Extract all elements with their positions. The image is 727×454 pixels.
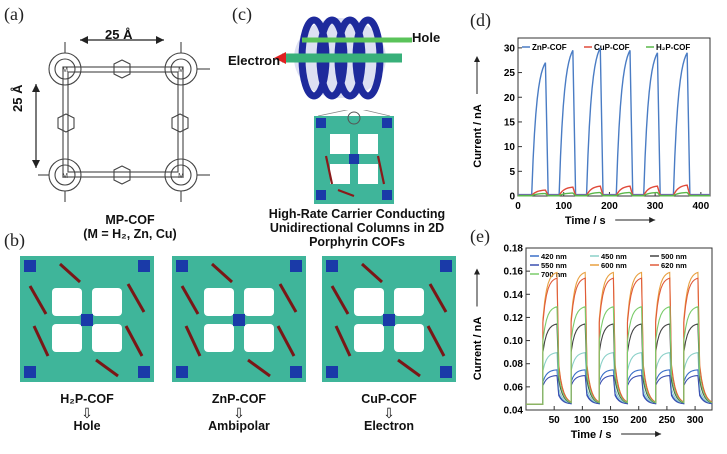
panel-e-label: (e): [470, 226, 490, 246]
y-tick-label: 0.04: [504, 406, 524, 417]
x-tick-label: 100: [555, 201, 572, 212]
svg-text:M: M: [62, 173, 68, 180]
cof-name-cup: CuP-COF: [361, 392, 417, 406]
legend-label: 420 nm: [541, 252, 567, 261]
chart-e: 50 100 150 200 250 300 0.04 0.06 0.08 0.10 0.12 0.1…: [472, 244, 713, 441]
cof-caption-h2p: H₂P-COF ⇩ Hole: [32, 392, 142, 434]
panel-b-label: (b): [4, 230, 25, 250]
legend-label: H₂P-COF: [656, 43, 690, 52]
panel-c-caption-line1: High-Rate Carrier Conducting: [268, 207, 446, 221]
cof-caption-znp: ZnP-COF ⇩ Ambipolar: [184, 392, 294, 434]
svg-text:M: M: [178, 173, 184, 180]
x-tick-label: 150: [602, 415, 619, 426]
mp-cof-structure: M M M M: [32, 36, 210, 202]
panel-a-label: (a): [4, 4, 24, 24]
x-axis-label: Time / s: [565, 215, 606, 227]
y-axis-arrowhead: [474, 268, 480, 275]
x-axis-arrowhead: [655, 431, 662, 437]
panel-c-label: (c): [232, 4, 252, 24]
cof-structure-images: [20, 256, 458, 384]
panel-d-label: (d): [470, 10, 491, 30]
y-tick-label: 5: [509, 167, 515, 178]
panel-a-caption: MP-COF (M = H₂, Zn, Cu): [55, 213, 205, 241]
y-tick-label: 25: [504, 68, 516, 79]
x-tick-label: 0: [515, 201, 521, 212]
y-tick-label: 10: [504, 142, 516, 153]
series-line: [518, 191, 710, 197]
y-tick-label: 0.12: [504, 313, 524, 324]
cof-name-h2p: H₂P-COF: [60, 392, 114, 406]
x-tick-label: 400: [693, 201, 710, 212]
x-axis-label: Time / s: [571, 429, 612, 441]
legend-label: 600 nm: [601, 261, 627, 270]
arrow-down-icon: ⇩: [383, 405, 395, 421]
legend-label: 500 nm: [661, 252, 687, 261]
series-line: [526, 374, 713, 405]
y-tick-label: 30: [504, 43, 516, 54]
panel-c-caption: High-Rate Carrier Conducting Unidirectio…: [252, 207, 462, 249]
panel-a-caption-line1: MP-COF: [105, 213, 155, 227]
svg-text:M: M: [178, 67, 184, 74]
y-tick-label: 0.08: [504, 359, 524, 370]
plot-frame: [525, 247, 713, 411]
legend-label: ZnP-COF: [532, 43, 567, 52]
cof-property-cup: Electron: [363, 419, 414, 433]
panel-a-caption-line2: (M = H₂, Zn, Cu): [83, 227, 177, 241]
legend-label: 550 nm: [541, 261, 567, 270]
helix-illustration: [274, 16, 412, 100]
cof-caption-cup: CuP-COF ⇩ Electron: [334, 392, 444, 434]
legend-label: 450 nm: [601, 252, 627, 261]
y-tick-label: 20: [504, 93, 516, 104]
series-line: [526, 306, 713, 405]
x-tick-label: 100: [574, 415, 591, 426]
y-axis-label: Current / nA: [472, 317, 484, 381]
arrow-down-icon: ⇩: [233, 405, 245, 421]
x-tick-label: 300: [687, 415, 704, 426]
x-tick-label: 50: [549, 415, 561, 426]
electron-label: Electron: [228, 53, 281, 68]
y-tick-label: 0.18: [504, 244, 524, 255]
cof-column-illustration: [314, 110, 394, 204]
panel-c-caption-line3: Porphyrin COFs: [309, 235, 405, 249]
legend-label: CuP-COF: [594, 43, 630, 52]
x-tick-label: 300: [647, 201, 664, 212]
x-tick-label: 200: [601, 201, 618, 212]
y-tick-label: 0.06: [504, 382, 524, 393]
y-tick-label: 0: [509, 192, 515, 203]
arrow-down-icon: ⇩: [81, 405, 93, 421]
y-tick-label: 0.14: [504, 290, 524, 301]
cof-name-znp: ZnP-COF: [211, 392, 267, 406]
y-tick-label: 0.10: [504, 336, 524, 347]
cof-property-znp: Ambipolar: [208, 419, 270, 433]
series-line: [518, 47, 710, 196]
dimension-top-label: 25 Å: [105, 27, 133, 42]
y-tick-label: 15: [504, 117, 516, 128]
legend-label: 620 nm: [661, 261, 687, 270]
svg-text:M: M: [62, 67, 68, 74]
x-tick-label: 250: [659, 415, 676, 426]
x-axis-arrowhead: [649, 217, 656, 223]
y-axis-label: Current / nA: [472, 104, 484, 168]
x-tick-label: 200: [630, 415, 647, 426]
y-axis-arrowhead: [474, 55, 480, 62]
panel-c-caption-line2: Unidirectional Columns in 2D: [269, 221, 445, 235]
hole-label: Hole: [412, 30, 441, 45]
y-tick-label: 0.16: [504, 267, 524, 278]
cof-property-h2p: Hole: [73, 419, 101, 433]
dimension-left-label: 25 Å: [10, 84, 25, 112]
